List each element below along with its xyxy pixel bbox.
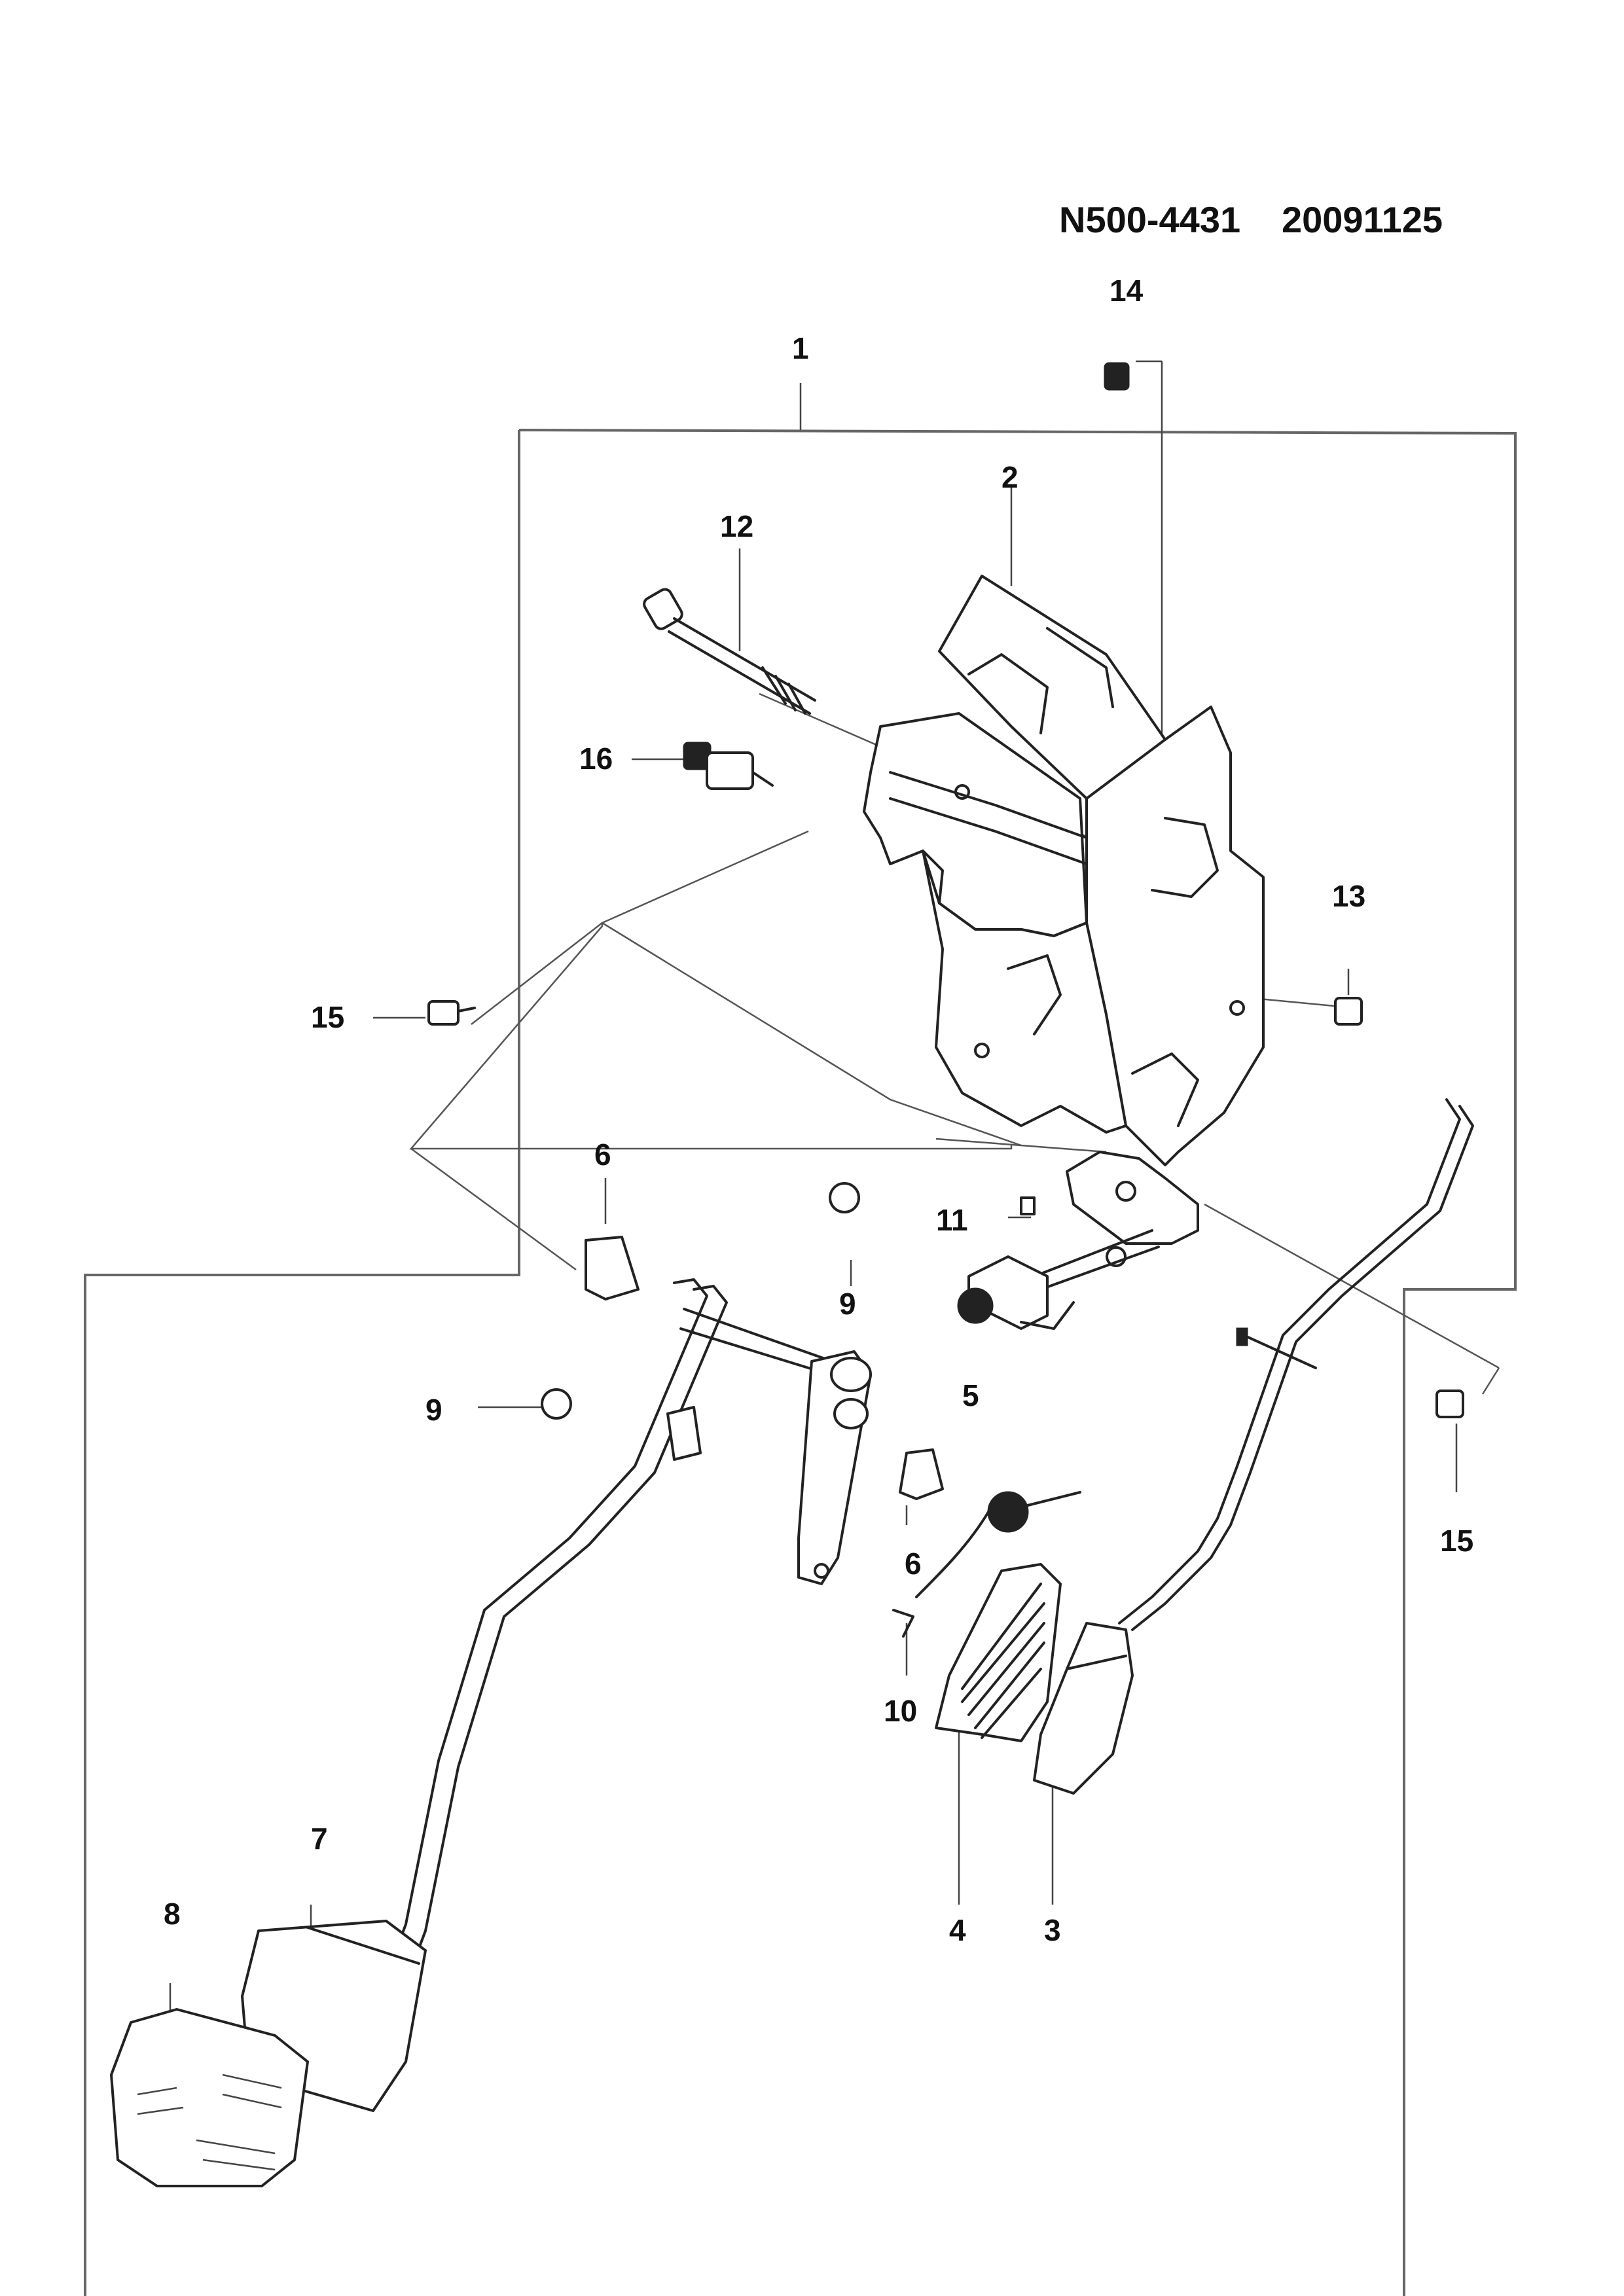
callout-16: 16 bbox=[579, 742, 613, 776]
callout-8: 8 bbox=[164, 1897, 181, 1931]
callout-2: 2 bbox=[1001, 460, 1019, 494]
pedal-bracket-part-2 bbox=[863, 575, 1265, 1166]
switch-part-16 bbox=[683, 742, 774, 790]
callouts: 1 2 3 4 5 6 6 7 8 9 9 10 11 12 13 14 15 … bbox=[164, 274, 1473, 1947]
pedal-pad-part-8 bbox=[110, 2008, 309, 2187]
callout-9a: 9 bbox=[839, 1287, 856, 1321]
callout-3: 3 bbox=[1044, 1913, 1061, 1947]
document-id: N500-4431 bbox=[1059, 199, 1240, 240]
bolt-part-12 bbox=[643, 588, 816, 715]
callout-7: 7 bbox=[311, 1821, 328, 1856]
callout-1: 1 bbox=[792, 331, 809, 365]
callout-5: 5 bbox=[962, 1378, 979, 1412]
callout-6a: 6 bbox=[594, 1138, 611, 1172]
accelerator-rod-part-3 bbox=[1033, 1098, 1474, 1795]
callout-12: 12 bbox=[720, 509, 753, 543]
callout-9b: 9 bbox=[425, 1393, 442, 1427]
hardware-parts bbox=[427, 362, 1464, 1638]
callout-11: 11 bbox=[936, 1203, 968, 1237]
callout-15a: 15 bbox=[311, 1000, 344, 1034]
accelerator-linkage bbox=[957, 1151, 1199, 1330]
accelerator-pad-part-4 bbox=[935, 1563, 1062, 1742]
callout-6b: 6 bbox=[905, 1547, 922, 1581]
date-code: 20091125 bbox=[1282, 199, 1443, 240]
callout-15b: 15 bbox=[1440, 1524, 1473, 1558]
callout-13: 13 bbox=[1332, 879, 1365, 913]
assembly-boundary bbox=[84, 429, 1517, 2296]
leader-lines bbox=[169, 360, 1458, 2029]
callout-14: 14 bbox=[1110, 274, 1144, 308]
callout-4: 4 bbox=[949, 1913, 966, 1947]
callout-10: 10 bbox=[884, 1694, 917, 1728]
pedal-arm-part-7 bbox=[241, 1278, 872, 2112]
